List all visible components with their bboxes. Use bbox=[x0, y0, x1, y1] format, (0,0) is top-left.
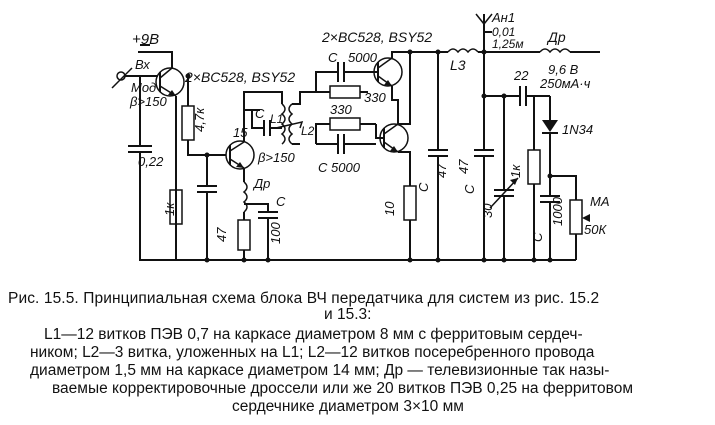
push-pull-stage: 2×BC528, BSY52 С 5000 330 330 bbox=[315, 29, 449, 263]
cap-22-label: 22 bbox=[513, 68, 529, 83]
coil-l1-l2 bbox=[275, 103, 304, 145]
choke-dr-mid bbox=[242, 181, 248, 213]
cap-100-label: 100 bbox=[268, 222, 283, 244]
transistor-q2 bbox=[225, 140, 255, 170]
cap-c-mid-label: С bbox=[276, 194, 286, 209]
figure-caption: Рис. 15.5. Принципиальная схема блока ВЧ… bbox=[0, 286, 715, 425]
resistor-1k-left-label: 1к bbox=[162, 202, 177, 216]
input-label-vx: Вх bbox=[135, 57, 150, 72]
resistor-10 bbox=[403, 185, 417, 221]
resistor-10-label: 10 bbox=[382, 201, 397, 216]
antenna-name-label: Ан1 bbox=[491, 10, 515, 25]
cap-1000-val-label: 1000 bbox=[550, 196, 565, 226]
resistor-1k-right bbox=[527, 149, 541, 185]
cap-top-c-label: С bbox=[328, 50, 338, 65]
output-stage: L3 Ан1 0,01 1,25м Др 9,6 В 250мА·ч С 47 bbox=[410, 10, 610, 263]
resistor-1k-right-label: 1к bbox=[508, 164, 523, 178]
transistor-q1 bbox=[155, 67, 185, 97]
pot-label: 50К bbox=[584, 222, 607, 237]
cap-47a-val-label: 47 bbox=[434, 163, 449, 178]
resistor-330-a-label: 330 bbox=[364, 90, 386, 105]
resistor-330-b-label: 330 bbox=[330, 102, 352, 117]
resistor-330-b bbox=[329, 117, 361, 131]
transistor-q4 bbox=[379, 123, 409, 153]
transistor-q3q4-label: 2×BC528, BSY52 bbox=[321, 29, 432, 45]
cap-top-5000-label: 5000 bbox=[348, 50, 378, 65]
choke-dr-right bbox=[539, 48, 571, 54]
choke-dr-mid-label: Др bbox=[252, 176, 270, 191]
resistor-1k-left bbox=[169, 189, 183, 225]
resistor-47 bbox=[237, 219, 251, 251]
antenna-c-label: 0,01 bbox=[492, 25, 515, 39]
transistor-q1-label: 2×BC528, BSY52 bbox=[184, 69, 295, 85]
battery-capacity-label: 250мА·ч bbox=[539, 76, 591, 91]
input-label-mod: Мод bbox=[131, 80, 156, 95]
cap-022-label: 0,22 bbox=[138, 154, 164, 169]
diode-label: 1N34 bbox=[562, 122, 593, 137]
caption-body-line2: ником; L2—3 витка, уложенных на L1; L2—1… bbox=[30, 344, 595, 361]
cap-1000-c-label: С bbox=[530, 232, 545, 242]
choke-dr-right-label: Др bbox=[546, 29, 566, 45]
cap-47b-c-label: С bbox=[462, 184, 477, 194]
caption-body-line3: диаметром 1,5 мм на каркасе диаметром 14… bbox=[30, 362, 610, 379]
num15-label: 15 bbox=[233, 125, 248, 140]
cap-coil-label: С bbox=[255, 106, 265, 121]
caption-title-line1: Рис. 15.5. Принципиальная схема блока ВЧ… bbox=[8, 290, 600, 307]
supply-label: +9В bbox=[132, 31, 159, 48]
caption-title-line2: и 15.3: bbox=[324, 306, 372, 323]
beta-q1-label: β>150 bbox=[129, 94, 167, 109]
input-stage: +9В Вх Мод β>150 2×BC528, BSY52 0,22 1к bbox=[111, 31, 416, 263]
caption-body-line5: сердечнике диаметром 3×10 мм bbox=[232, 398, 464, 415]
coil-l1-label: L1 bbox=[270, 112, 283, 126]
resistor-330-a bbox=[329, 85, 361, 99]
coil-l3-label: L3 bbox=[450, 57, 466, 73]
coil-l2-label: L2 bbox=[301, 124, 315, 138]
cap-30-label: 30 bbox=[480, 203, 495, 218]
battery-voltage-label: 9,6 В bbox=[548, 62, 579, 77]
diode-icon bbox=[542, 120, 558, 134]
transistor-q3 bbox=[373, 57, 403, 87]
caption-body-line1: L1—12 витков ПЭВ 0,7 на каркасе диаметро… bbox=[44, 326, 583, 343]
coil-l3 bbox=[447, 48, 479, 54]
resistor-4k7-label: 4,7к bbox=[192, 107, 207, 132]
meter-pot bbox=[569, 199, 583, 235]
cap-bot-5000-label: С 5000 bbox=[318, 160, 361, 175]
cap-47b-val-label: 47 bbox=[456, 159, 471, 174]
resistor-47-label: 47 bbox=[214, 227, 229, 242]
antenna-len-label: 1,25м bbox=[492, 37, 524, 51]
circuit-schematic: +9В Вх Мод β>150 2×BC528, BSY52 0,22 1к bbox=[111, 10, 610, 263]
cap-47a-c-label: С bbox=[416, 182, 431, 192]
beta-q2-label: β>150 bbox=[257, 150, 295, 165]
caption-body-line4: ваемые корректировочные дроссели или же … bbox=[52, 380, 634, 397]
meter-label: МА bbox=[590, 194, 610, 209]
